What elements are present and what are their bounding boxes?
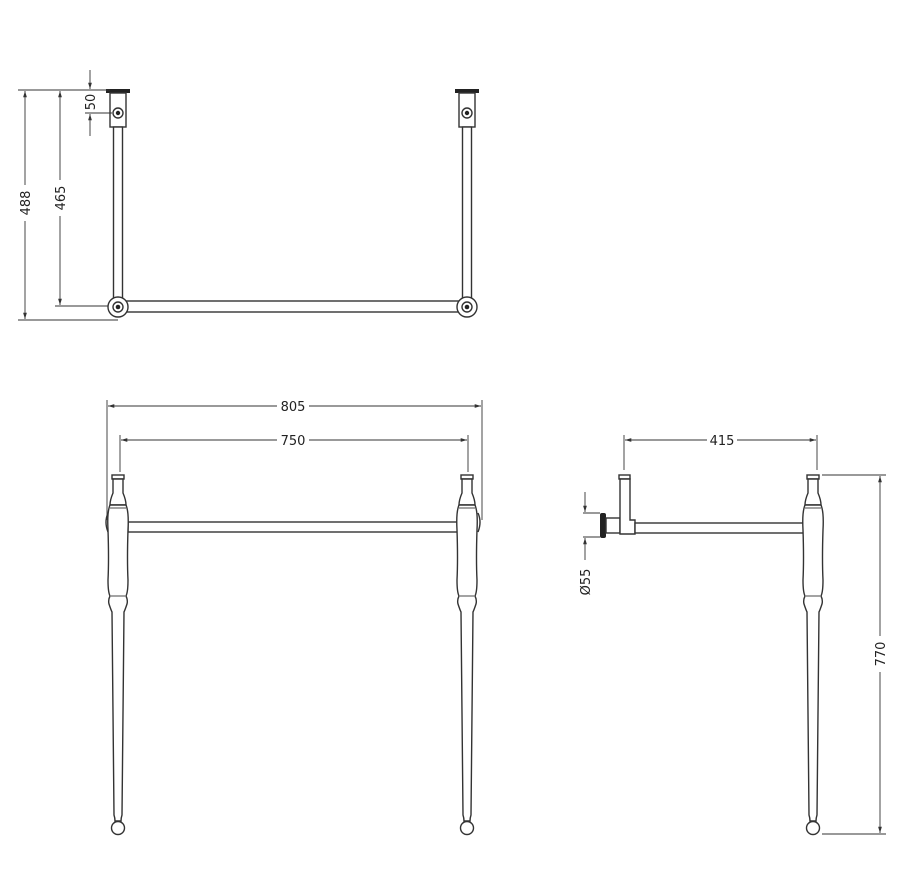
dimension-750-label: 750 — [281, 434, 306, 449]
bracket-post — [619, 478, 636, 535]
side-view: 415 Ø55 770 — [579, 432, 889, 836]
dimension-770-label: 770 — [874, 642, 889, 667]
side-rail — [634, 522, 811, 534]
dimension-488-label: 488 — [19, 191, 34, 216]
bottom-rail — [117, 300, 468, 313]
dimension-50-label: 50 — [84, 94, 99, 111]
side-leg — [802, 474, 824, 836]
front-view: 805 750 — [105, 398, 483, 836]
left-corner-joint — [107, 296, 129, 318]
right-corner-joint — [456, 296, 478, 318]
right-leg — [456, 474, 478, 836]
left-post — [105, 88, 131, 300]
dimension-415-label: 415 — [710, 434, 735, 449]
front-rail — [127, 521, 460, 533]
dimension-805-label: 805 — [281, 400, 306, 415]
right-rail-bracket — [477, 512, 481, 533]
wall-flange — [605, 517, 621, 534]
dimension-55-label: Ø55 — [579, 569, 594, 596]
right-post — [454, 88, 480, 300]
left-leg — [107, 474, 129, 836]
wall-plate — [600, 513, 606, 538]
dimension-465-label: 465 — [54, 186, 69, 211]
top-view: 488 465 50 — [18, 70, 480, 321]
